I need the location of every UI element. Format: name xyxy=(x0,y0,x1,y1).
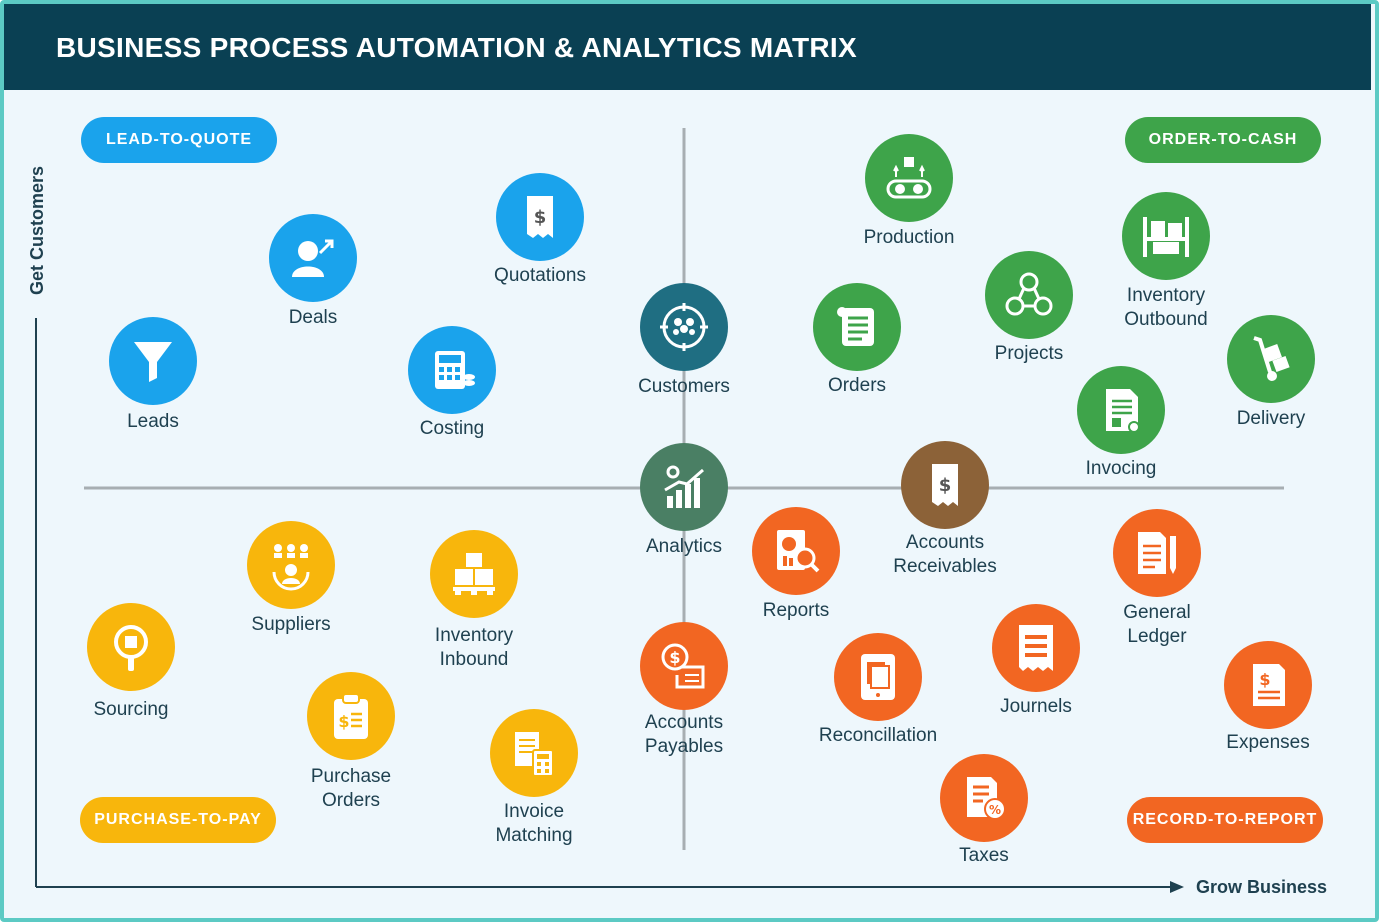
funnel-icon xyxy=(109,317,197,405)
user-arrow-icon xyxy=(269,214,357,302)
node-label-line: Reconcillation xyxy=(818,725,938,746)
network-nodes-icon xyxy=(985,251,1073,339)
node-label-line: Sourcing xyxy=(93,699,169,720)
node-label: Delivery xyxy=(1161,407,1379,431)
ledger-pen-icon xyxy=(1113,509,1201,597)
node-label: Customers xyxy=(574,375,794,399)
node-label: Analytics xyxy=(574,535,794,559)
svg-text:$: $ xyxy=(669,648,680,667)
node-label-line: Suppliers xyxy=(251,614,331,635)
receipt-lines-icon xyxy=(992,604,1080,692)
node-label-line: Payables xyxy=(644,736,724,757)
expense-receipt-icon: $ xyxy=(1224,641,1312,729)
node-label-line: Reports xyxy=(762,600,830,621)
x-axis-label: Grow Business xyxy=(1196,877,1328,897)
node-label-line: Purchase xyxy=(310,766,392,787)
bar-chart-gear-icon xyxy=(640,443,728,531)
node-label: Deals xyxy=(203,306,423,330)
page-title: BUSINESS PROCESS AUTOMATION & ANALYTICS … xyxy=(56,32,857,63)
node-label: Reports xyxy=(686,599,906,623)
people-cycle-icon xyxy=(247,521,335,609)
node-label: Orders xyxy=(747,374,967,398)
coin-receipt-icon: $ xyxy=(640,622,728,710)
node-label-line: Taxes xyxy=(959,845,1009,866)
node-label-line: Orders xyxy=(827,375,887,396)
node-label-line: Expenses xyxy=(1226,732,1310,753)
document-percent-icon: % xyxy=(940,754,1028,842)
node-label-line: Inventory xyxy=(1126,285,1206,306)
invoice-document-icon xyxy=(1077,366,1165,454)
node-label: Quotations xyxy=(430,264,650,288)
title-bar: BUSINESS PROCESS AUTOMATION & ANALYTICS … xyxy=(4,4,1371,90)
svg-text:$: $ xyxy=(1259,670,1270,689)
node-label-line: Matching xyxy=(495,825,573,846)
magnifier-box-icon xyxy=(87,603,175,691)
shelf-boxes-icon xyxy=(1122,192,1210,280)
node-label-line: Costing xyxy=(419,418,485,439)
node-label-line: Accounts xyxy=(905,532,985,553)
quadrant-lead-to-quote: LEAD-TO-QUOTE xyxy=(81,117,277,163)
hand-truck-icon xyxy=(1227,315,1315,403)
node-label-line: Ledger xyxy=(1127,626,1187,647)
svg-text:$: $ xyxy=(939,475,952,496)
target-group-icon xyxy=(640,283,728,371)
svg-text:$: $ xyxy=(338,712,349,731)
node-label-line: Quotations xyxy=(494,265,586,286)
node-label-line: Projects xyxy=(994,343,1064,364)
node-label: Journels xyxy=(926,695,1146,719)
boxes-pallet-icon xyxy=(430,530,518,618)
node-label: Suppliers xyxy=(181,613,401,637)
node-label-line: Journels xyxy=(1000,696,1072,717)
node-label-line: Accounts xyxy=(644,712,724,733)
document-calculator-icon xyxy=(490,709,578,797)
clipboard-dollar-icon: $ xyxy=(307,672,395,760)
node-label-line: Inventory xyxy=(434,625,514,646)
calculator-icon xyxy=(408,326,496,414)
node-label-line: Receivables xyxy=(893,556,997,577)
conveyor-gears-icon xyxy=(865,134,953,222)
node-label-line: Deals xyxy=(288,307,338,328)
node-label: Taxes xyxy=(874,844,1094,868)
node-label-line: Inbound xyxy=(439,649,509,670)
node-label: Reconcillation xyxy=(768,724,988,748)
quadrant-record-to-report: RECORD-TO-REPORT xyxy=(1127,797,1323,843)
receipt-dollar-icon: $ xyxy=(901,441,989,529)
node-label: Production xyxy=(799,226,1019,250)
scroll-list-icon xyxy=(813,283,901,371)
node-label-line: Invocing xyxy=(1085,458,1157,479)
svg-text:$: $ xyxy=(534,207,547,228)
report-magnifier-icon xyxy=(752,507,840,595)
node-label-line: General xyxy=(1123,602,1191,623)
node-label-line: Analytics xyxy=(645,536,723,557)
quadrant-purchase-to-pay: PURCHASE-TO-PAY xyxy=(80,797,276,843)
node-label: Invocing xyxy=(1011,457,1231,481)
svg-text:%: % xyxy=(989,803,1001,817)
node-label: Projects xyxy=(919,342,1139,366)
node-label: Expenses xyxy=(1158,731,1378,755)
receipt-dollar-icon: $ xyxy=(496,173,584,261)
node-label-line: Orders xyxy=(321,790,381,811)
node-label: Leads xyxy=(43,410,263,434)
node-label-line: Leads xyxy=(127,411,179,432)
node-label-line: Customers xyxy=(638,376,730,397)
y-axis-label: Get Customers xyxy=(27,165,47,295)
node-label: Sourcing xyxy=(21,698,241,722)
node-label-line: Invoice xyxy=(503,801,565,822)
node-label-line: Delivery xyxy=(1236,408,1306,429)
quadrant-order-to-cash: ORDER-TO-CASH xyxy=(1125,117,1321,163)
node-label-line: Outbound xyxy=(1124,309,1208,330)
tablet-documents-icon xyxy=(834,633,922,721)
node-label: Costing xyxy=(342,417,562,441)
node-label-line: Production xyxy=(863,227,955,248)
